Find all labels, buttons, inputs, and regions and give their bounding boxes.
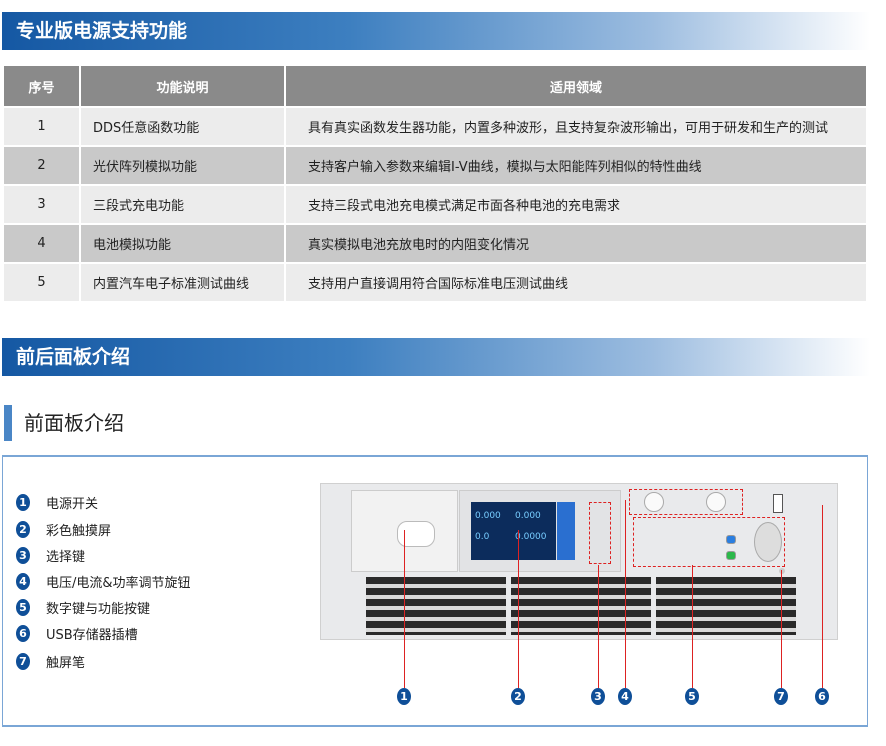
leader-line	[822, 505, 823, 688]
section-title-pro-features: 专业版电源支持功能	[2, 12, 870, 50]
callout-marker: 2	[511, 688, 525, 705]
usb-port[interactable]	[773, 494, 783, 513]
voltage-knob[interactable]	[644, 492, 664, 512]
leader-line	[518, 530, 519, 688]
cell-no: 5	[4, 262, 81, 301]
device-front-panel: 0.000 0.000 0.0 0.0000	[320, 483, 838, 640]
callout-badge: 1	[16, 494, 30, 511]
legend-item: 2 彩色触摸屏	[16, 520, 111, 539]
legend-item: 5 数字键与功能按键	[16, 598, 150, 617]
callout-badge: 3	[16, 547, 30, 564]
callout-marker: 7	[774, 688, 788, 705]
callout-marker: 5	[685, 688, 699, 705]
callout-marker: 1	[397, 688, 411, 705]
cell-use: 支持三段式电池充电模式满足市面各种电池的充电需求	[285, 184, 868, 224]
stylus[interactable]	[779, 568, 785, 574]
cell-func: 内置汽车电子标准测试曲线	[80, 262, 286, 301]
callout-badge: 2	[16, 521, 30, 538]
resistance-readout: 0.0000	[515, 532, 547, 542]
green-key[interactable]	[726, 551, 736, 560]
voltage-readout: 0.000	[475, 511, 501, 521]
cell-func: 电池模拟功能	[80, 223, 286, 263]
legend-item: 7 触屏笔	[16, 652, 85, 671]
cell-use: 真实模拟电池充放电时的内阻变化情况	[285, 223, 868, 263]
cell-func: 三段式充电功能	[80, 184, 286, 224]
callout-marker: 4	[618, 688, 632, 705]
legend-label: 电源开关	[46, 497, 99, 512]
legend-item: 6 USB存储器插槽	[16, 624, 138, 643]
vent-grill	[511, 577, 651, 635]
power-switch[interactable]	[397, 521, 435, 547]
section-title-panels: 前后面板介绍	[2, 338, 870, 376]
legend-item: 1 电源开关	[16, 493, 98, 512]
arrow-pad[interactable]	[754, 522, 782, 562]
col-header-no: 序号	[4, 66, 81, 107]
legend-item: 3 选择键	[16, 546, 85, 565]
numeric-function-keys[interactable]	[633, 517, 785, 567]
subheading-front-panel: 前面板介绍	[4, 405, 124, 441]
cell-use: 具有真实函数发生器功能，内置多种波形，且支持复杂波形输出，可用于研发和生产的测试	[285, 106, 868, 146]
col-header-function: 功能说明	[80, 66, 286, 107]
legend-label: 彩色触摸屏	[46, 524, 112, 539]
vent-grill	[366, 577, 506, 635]
cell-use: 支持用户直接调用符合国际标准电压测试曲线	[285, 262, 868, 301]
col-header-application: 适用领域	[285, 66, 868, 107]
legend-label: 选择键	[46, 550, 86, 565]
select-keys[interactable]	[589, 502, 611, 564]
leader-line	[781, 570, 782, 688]
callout-badge: 7	[16, 653, 30, 670]
current-readout: 0.000	[515, 511, 541, 521]
power-readout: 0.0	[475, 532, 490, 542]
legend-item: 4 电压/电流&功率调节旋钮	[16, 572, 191, 591]
front-panel-figure	[2, 455, 868, 727]
cell-no: 2	[4, 145, 81, 185]
cell-no: 1	[4, 106, 81, 146]
blue-key[interactable]	[726, 535, 736, 544]
cell-no: 3	[4, 184, 81, 224]
vent-grill	[656, 577, 796, 635]
leader-line	[625, 500, 626, 688]
cell-no: 4	[4, 223, 81, 263]
callout-badge: 6	[16, 625, 30, 642]
screen-menu[interactable]	[557, 502, 575, 560]
leader-line	[404, 530, 405, 688]
cell-func: DDS任意函数功能	[80, 106, 286, 146]
legend-label: USB存储器插槽	[46, 628, 138, 643]
legend-label: 触屏笔	[46, 656, 86, 671]
leader-line	[692, 565, 693, 688]
legend-label: 电压/电流&功率调节旋钮	[46, 576, 191, 591]
callout-badge: 5	[16, 599, 30, 616]
callout-marker: 6	[815, 688, 829, 705]
callout-marker: 3	[591, 688, 605, 705]
callout-badge: 4	[16, 573, 30, 590]
legend-label: 数字键与功能按键	[46, 602, 151, 617]
touch-screen[interactable]: 0.000 0.000 0.0 0.0000	[471, 502, 556, 560]
current-power-knob[interactable]	[706, 492, 726, 512]
cell-func: 光伏阵列模拟功能	[80, 145, 286, 185]
adjust-knobs[interactable]	[629, 489, 743, 515]
leader-line	[598, 565, 599, 688]
cell-use: 支持客户输入参数来编辑I-V曲线，模拟与太阳能阵列相似的特性曲线	[285, 145, 868, 185]
